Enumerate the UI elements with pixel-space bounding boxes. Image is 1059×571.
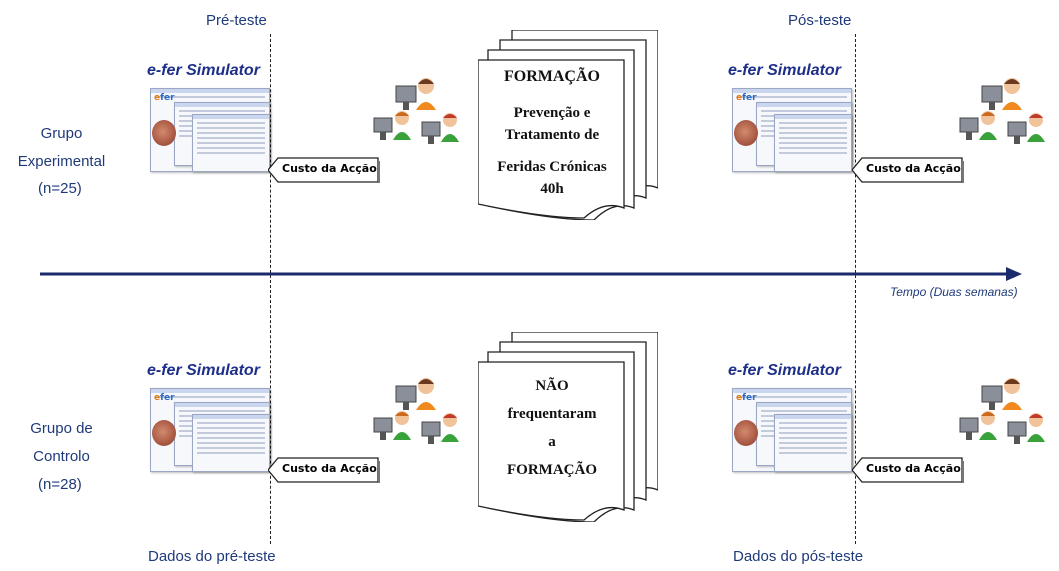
efer-logo-e: e xyxy=(154,393,161,403)
group-experimental-label: Grupo Experimental xyxy=(14,120,109,176)
cost-label: Custo da Acção xyxy=(866,462,961,475)
simulator-screenshot: efer xyxy=(732,388,852,472)
group-experimental-line1: Grupo xyxy=(40,125,83,142)
simulator-title-pre-experimental: e-fer Simulator xyxy=(147,62,260,79)
group-experimental-line2: Experimental xyxy=(17,153,106,170)
efer-logo-rest: fer xyxy=(160,93,175,103)
no-training-line4: FORMAÇÃO xyxy=(507,462,597,478)
people-computer-icon xyxy=(373,378,459,444)
simulator-screenshot: efer xyxy=(150,88,270,172)
efer-logo: efer xyxy=(154,93,175,103)
no-training-line3: a xyxy=(548,434,556,450)
efer-logo: efer xyxy=(736,393,757,403)
cost-label: Custo da Acção xyxy=(282,462,377,475)
people-computer-icon xyxy=(373,78,459,144)
simulator-title-post-experimental: e-fer Simulator xyxy=(728,62,841,79)
training-text: FORMAÇÃO Prevenção e Tratamento de Ferid… xyxy=(480,66,624,200)
training-line2: Tratamento de xyxy=(504,127,600,143)
efer-logo-rest: fer xyxy=(160,393,175,403)
cost-label: Custo da Acção xyxy=(282,162,377,175)
no-training-text: NÃO frequentaram a FORMAÇÃO xyxy=(480,372,624,484)
efer-logo: efer xyxy=(736,93,757,103)
training-document-stack xyxy=(478,30,658,220)
cost-arrow xyxy=(268,457,380,483)
people-computer-icon xyxy=(959,378,1045,444)
no-training-line2: frequentaram xyxy=(507,406,597,422)
efer-logo-e: e xyxy=(736,93,743,103)
efer-logo-rest: fer xyxy=(742,93,757,103)
simulator-screenshot: efer xyxy=(732,88,852,172)
group-control-n: (n=28) xyxy=(38,476,82,493)
training-line4: 40h xyxy=(540,181,564,197)
post-test-title: Pós-teste xyxy=(788,12,852,29)
cost-arrow xyxy=(852,157,964,183)
efer-logo: efer xyxy=(154,393,175,403)
simulator-title-pre-control: e-fer Simulator xyxy=(147,362,260,379)
training-line1: Prevenção e xyxy=(513,105,591,121)
efer-logo-rest: fer xyxy=(742,393,757,403)
people-computer-icon xyxy=(959,78,1045,144)
post-test-data-label: Dados do pós-teste xyxy=(733,548,864,565)
pre-test-title: Pré-teste xyxy=(206,12,267,29)
simulator-title-post-control: e-fer Simulator xyxy=(728,362,841,379)
group-control-label: Grupo de Controlo xyxy=(14,415,109,471)
pre-test-line xyxy=(270,34,271,544)
training-title: FORMAÇÃO xyxy=(504,68,600,85)
cost-arrow xyxy=(268,157,380,183)
cost-arrow xyxy=(852,457,964,483)
simulator-screenshot: efer xyxy=(150,388,270,472)
post-test-line xyxy=(855,34,856,544)
efer-logo-e: e xyxy=(736,393,743,403)
group-experimental-n: (n=25) xyxy=(38,180,82,197)
cost-label: Custo da Acção xyxy=(866,162,961,175)
timeline-label: Tempo (Duas semanas) xyxy=(890,285,1018,299)
efer-logo-e: e xyxy=(154,93,161,103)
pre-test-data-label: Dados do pré-teste xyxy=(148,548,276,565)
no-training-line1: NÃO xyxy=(535,378,569,394)
timeline-axis xyxy=(40,267,1022,281)
no-training-document-stack xyxy=(478,332,658,522)
group-control-line2: Controlo xyxy=(33,448,90,465)
training-line3: Feridas Crónicas xyxy=(497,159,607,175)
group-control-line1: Grupo de xyxy=(30,420,93,437)
